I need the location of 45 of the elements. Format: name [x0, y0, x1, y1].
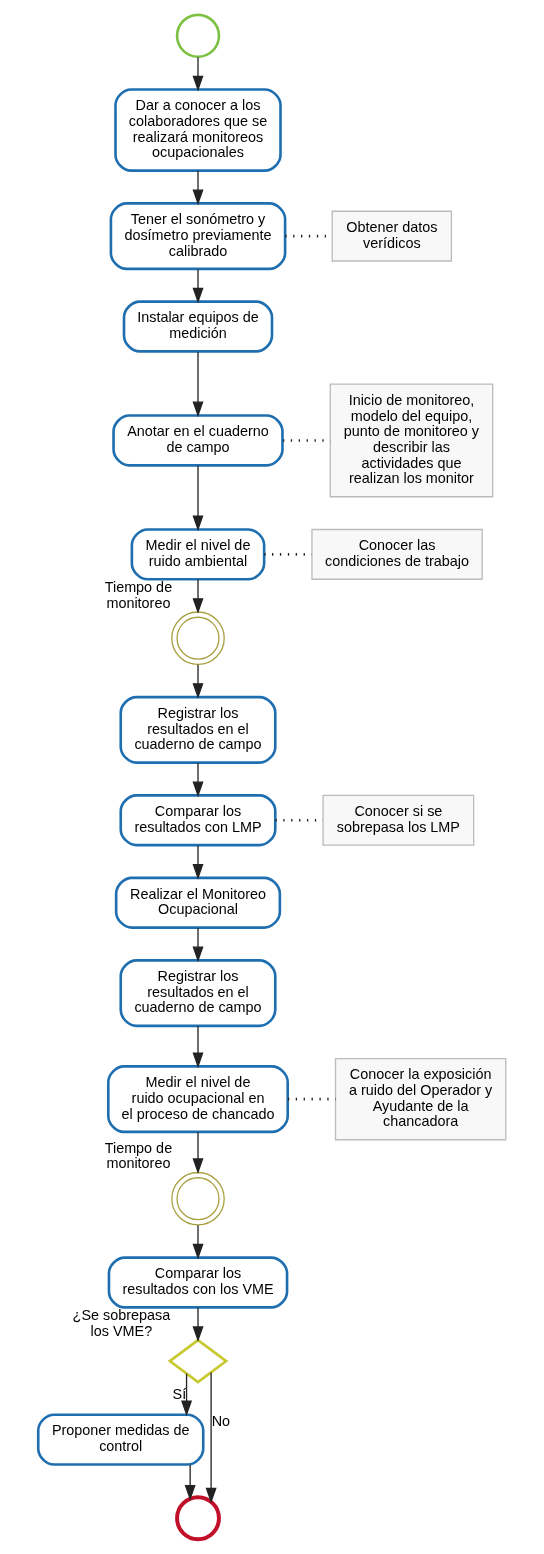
node-circle [175, 13, 221, 59]
arrow [192, 56, 204, 92]
arrow [192, 465, 204, 532]
node-box: Realizar el Monitoreo Ocupacional [114, 876, 282, 929]
arrow [192, 1025, 204, 1069]
node-box: Comparar los resultados con LMP [119, 794, 277, 847]
arrow [192, 578, 204, 614]
node-box: Conocer si se sobrepasa los LMP [322, 794, 475, 846]
arrow [181, 1373, 193, 1417]
node-box: Proponer medidas de control [36, 1413, 205, 1466]
node-box: Anotar en el cuaderno de campo [112, 414, 284, 467]
arrow [192, 351, 204, 418]
connector [264, 553, 312, 556]
node-box: Dar a conocer a los colaboradores que se realizará monitoreos ocupacionales [114, 88, 282, 172]
node-label: Tiempo de monitoreo [104, 579, 173, 611]
node-box: Conocer las condiciones de trabajo [311, 528, 483, 580]
node-box: Obtener datos verídicos [331, 210, 453, 262]
arrow [192, 844, 204, 880]
node-circle [175, 1495, 221, 1542]
edge-label: No [211, 1413, 231, 1430]
node-box: Conocer la exposición a ruido del Operador y Ayudante de la chancadora [334, 1057, 507, 1141]
node-box: Comparar los resultados con los VME [107, 1256, 289, 1309]
arrow [192, 664, 204, 699]
arrow [192, 1131, 204, 1174]
arrow [192, 1307, 204, 1343]
node-circle [171, 611, 225, 666]
node-circle [171, 1171, 225, 1226]
arrow [205, 1371, 217, 1504]
node-box: Medir el nivel de ruido ambiental [130, 528, 266, 581]
node-label: Tiempo de monitoreo [104, 1139, 173, 1172]
node-box: Instalar equipos de medición [122, 300, 274, 353]
node-box: Registrar los resultados en el cuaderno de campo [119, 959, 277, 1028]
arrow [192, 1224, 204, 1260]
arrow [192, 927, 204, 963]
edge-label: Sí [172, 1386, 187, 1402]
node-diamond [167, 1338, 229, 1384]
node-box: Tener el sonómetro y dosímetro previamente calibrado [109, 202, 287, 271]
arrow [192, 762, 204, 798]
node-box: Medir el nivel de ruido ocupacional en el proceso de chancado [107, 1065, 290, 1134]
arrow [192, 170, 204, 206]
node-label: ¿Se sobrepasa los VME? [72, 1307, 171, 1339]
node-box: Inicio de monitoreo, modelo del equipo, punto de monitoreo y describir las actividades que realizan los monitor [329, 383, 494, 498]
arrow [184, 1464, 196, 1501]
node-box: Registrar los resultados en el cuaderno de campo [119, 695, 277, 764]
arrow [192, 268, 204, 304]
